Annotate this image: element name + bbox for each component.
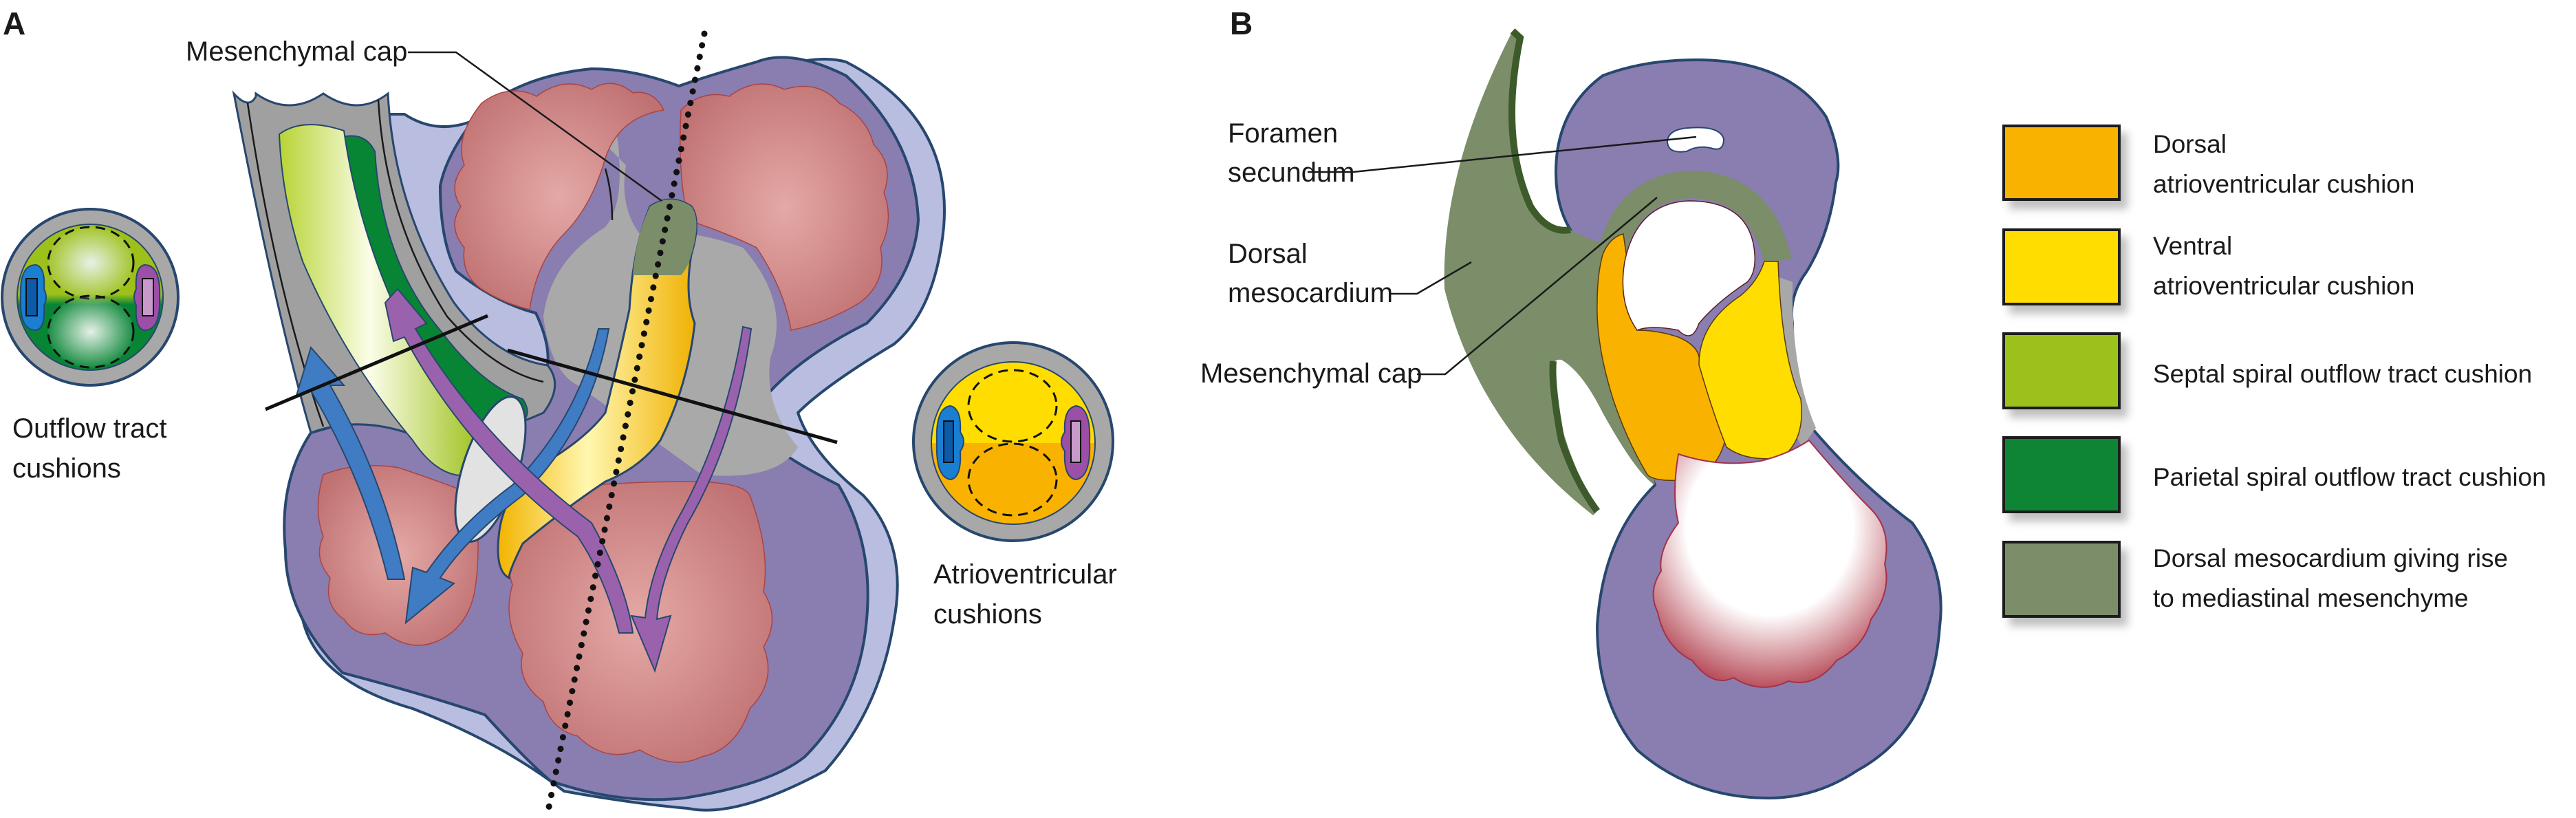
legend-label: Dorsal mesocardium giving rise (2153, 544, 2508, 572)
legend-item-dorsal-mesocardium: Dorsal mesocardium giving rise to medias… (2002, 541, 2508, 618)
outflow-label-line2: cushions (12, 453, 121, 484)
mesenchymal-cap-a (633, 200, 697, 275)
legend-label: atrioventricular cushion (2153, 170, 2414, 198)
heart-section-b (1444, 28, 1942, 800)
legend-swatch (2002, 436, 2121, 513)
foramen-label-line1: Foramen (1228, 118, 1338, 149)
section-line-outflow (265, 314, 488, 411)
blue-flow-arrow-1 (294, 345, 406, 580)
legend-swatch (2002, 125, 2121, 201)
foramen-leader (1308, 136, 1697, 173)
legend-label: Dorsal (2153, 130, 2227, 158)
av-cushions-cross-section (912, 341, 1114, 542)
trabeculae-upper-left (454, 83, 665, 310)
purple-flow-arrow-2 (630, 325, 753, 673)
dorsal-mesocardium-label-line1: Dorsal (1228, 239, 1308, 269)
ventral-av-cushion-b (1698, 261, 1802, 460)
upper-lumen-b (1622, 200, 1755, 336)
dotted-axis-line (544, 30, 708, 817)
av-label-line2: cushions (933, 599, 1042, 629)
legend-item-parietal-outflow: Parietal spiral outflow tract cushion (2002, 436, 2546, 513)
outflow-label-line1: Outflow tract (12, 413, 167, 444)
av-label-line1: Atrioventricular (933, 559, 1117, 590)
av-cushion (497, 198, 697, 580)
foramen-secundum-hole (1666, 127, 1725, 153)
legend-label: to mediastinal mesenchyme (2153, 584, 2469, 612)
purple-flow-arrow-1 (384, 288, 634, 634)
legend-swatch (2002, 541, 2121, 618)
legend: Dorsal atrioventricular cushion Ventral … (2002, 125, 2546, 618)
legend-swatch (2002, 332, 2121, 409)
heart-section-a (232, 30, 946, 817)
panel-b-mesenchymal-cap-label: Mesenchymal cap (1200, 358, 1422, 389)
panel-b-mesenchymal-cap-leader (1417, 197, 1658, 376)
outflow-tract-cross-section (1, 208, 180, 387)
blue-flow-arrow-2 (404, 328, 610, 625)
dorsal-mesocardium-label-line2: mesocardium (1228, 278, 1393, 308)
legend-item-septal-outflow: Septal spiral outflow tract cushion (2002, 332, 2532, 409)
dorsal-mesocardium (1444, 31, 1655, 515)
section-line-av (507, 348, 838, 444)
trabeculae-upper-right (680, 83, 889, 331)
legend-swatch (2002, 228, 2121, 305)
legend-label: atrioventricular cushion (2153, 272, 2414, 300)
legend-item-dorsal-av: Dorsal atrioventricular cushion (2002, 125, 2414, 201)
panel-a-letter: A (3, 6, 25, 41)
panel-a-mesenchymal-cap-label: Mesenchymal cap (186, 36, 407, 67)
legend-item-ventral-av: Ventral atrioventricular cushion (2002, 228, 2414, 305)
panel-a-mesenchymal-cap-leader (408, 51, 662, 202)
legend-label: Parietal spiral outflow tract cushion (2153, 463, 2546, 491)
panel-b-letter: B (1230, 6, 1253, 41)
mesenchymal-cap-b (1596, 170, 1792, 265)
legend-label: Ventral (2153, 232, 2232, 260)
dorsal-mesocardium-leader (1389, 261, 1472, 295)
grey-wall-b (1773, 275, 1816, 447)
legend-label: Septal spiral outflow tract cushion (2153, 360, 2532, 388)
lower-lumen-b (1652, 439, 1887, 688)
